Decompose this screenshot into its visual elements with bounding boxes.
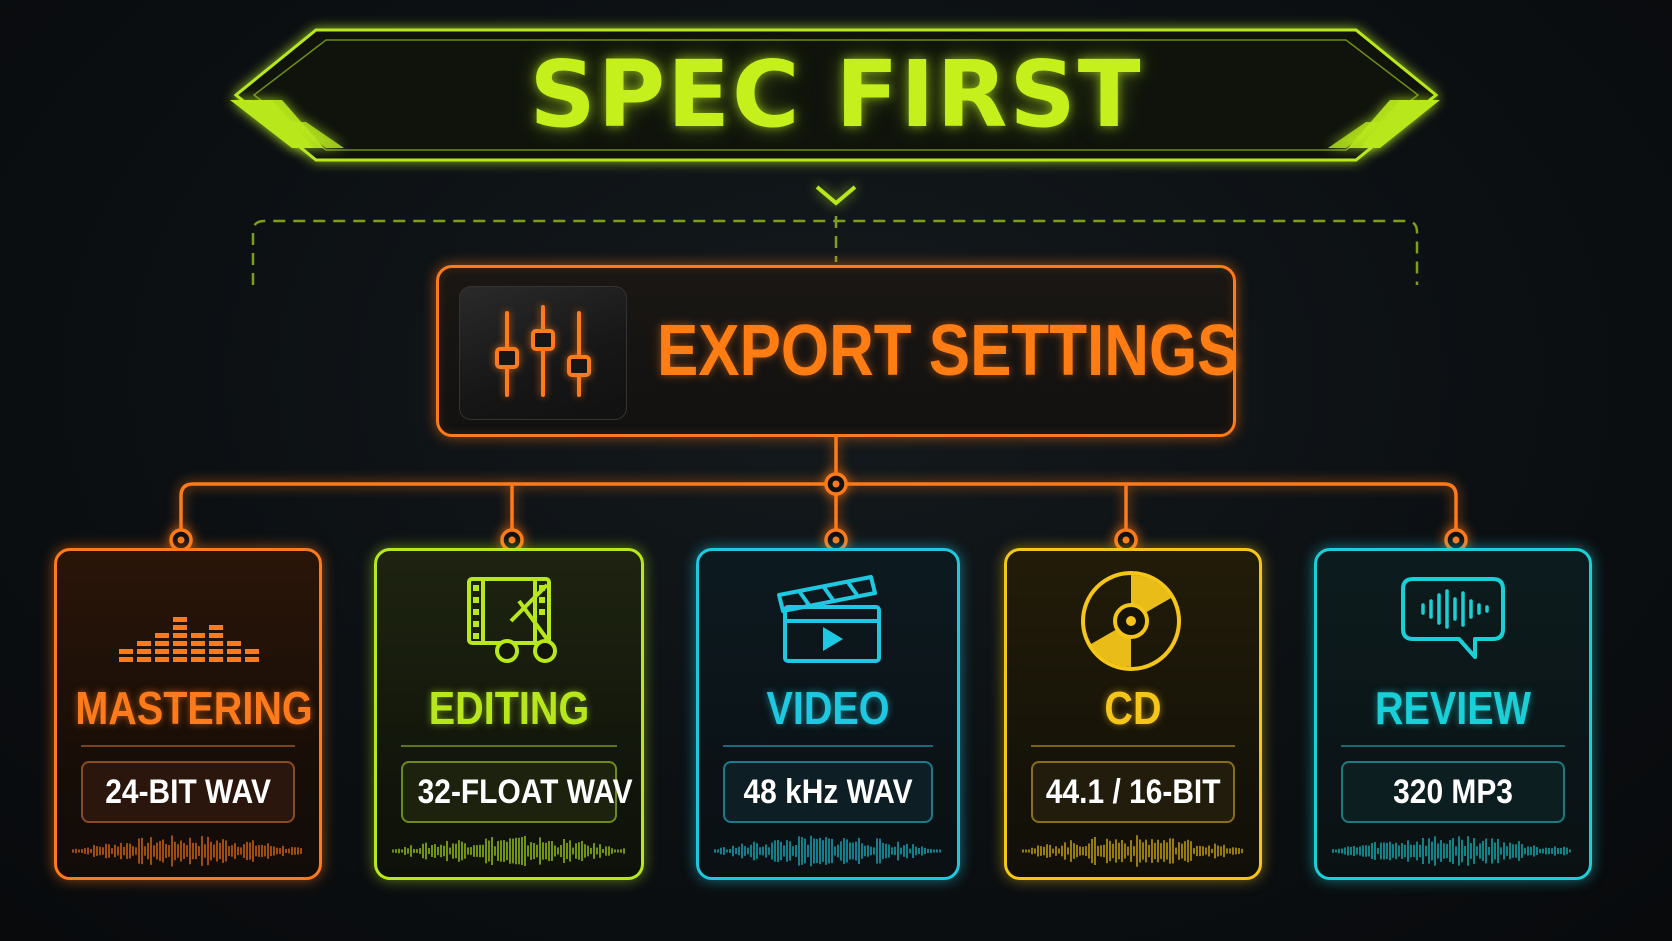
card-mastering: MASTERING 24-BIT WAV [54,548,322,880]
export-settings-title: EXPORT SETTINGS [657,311,1239,391]
eq-segment [209,641,223,646]
waveform-icon [392,835,625,867]
eq-segment [137,641,151,646]
export-settings-box: EXPORT SETTINGS [436,265,1239,437]
eq-segment [155,657,169,662]
eq-segment [137,657,151,662]
card-cd: CD 44.1 / 16-BIT [1004,548,1262,880]
card-spec-pill: 44.1 / 16-BIT [1031,761,1235,823]
eq-segment [173,657,187,662]
card-title: MASTERING [75,682,313,734]
eq-segment [209,625,223,630]
sliders-icon [495,305,591,397]
eq-segment [191,657,205,662]
connector-node-dots [177,480,1460,544]
waveform-icon [714,835,941,867]
card-spec-pill: 48 kHz WAV [723,761,933,823]
card-video: VIDEO 48 kHz WAV [696,548,960,880]
eq-segment [209,657,223,662]
banner-title: SPEC FIRST [529,41,1143,148]
card-title: CD [1104,682,1162,734]
eq-segment [191,633,205,638]
card-spec: 320 MP3 [1393,773,1513,811]
card-title: EDITING [428,682,590,734]
down-chevron-icon [815,185,857,206]
eq-segment [137,649,151,654]
card-divider [401,745,617,747]
eq-segment [155,641,169,646]
card-divider [1341,745,1565,747]
card-spec: 44.1 / 16-BIT [1045,773,1221,811]
equalizer-bars-icon [119,617,259,662]
disc-icon [1081,571,1181,671]
eq-segment [173,617,187,622]
banner-chevron-accents [230,100,1440,148]
card-editing: EDITING 32-FLOAT WAV [374,548,644,880]
eq-segment [227,641,241,646]
eq-segment [245,649,259,654]
card-spec-pill: 32-FLOAT WAV [401,761,633,823]
card-spec: 48 kHz WAV [743,773,913,811]
eq-segment [173,641,187,646]
eq-segment [173,633,187,638]
card-title: REVIEW [1374,682,1532,734]
eq-segment [155,633,169,638]
export-icon-tile [459,286,627,420]
card-spec: 32-FLOAT WAV [417,773,633,811]
banner-frame [233,28,1439,162]
tree-connectors [179,437,1458,540]
waveform-icon [72,835,302,867]
eq-segment [119,657,133,662]
card-divider [1031,745,1235,747]
dashed-bracket [251,216,1419,285]
eq-segment [119,649,133,654]
card-divider [723,745,933,747]
speech-bubble-waveform-icon [1401,577,1505,659]
card-spec: 24-BIT WAV [105,773,271,811]
waveform-icon [1332,836,1571,866]
card-spec-pill: 320 MP3 [1341,761,1565,823]
eq-segment [245,657,259,662]
eq-segment [227,657,241,662]
eq-segment [173,649,187,654]
eq-segment [191,641,205,646]
eq-segment [209,633,223,638]
card-divider [81,745,295,747]
card-review: REVIEW 320 MP3 [1314,548,1592,880]
waveform-icon [1022,835,1243,867]
card-spec-pill: 24-BIT WAV [81,761,295,823]
eq-segment [209,649,223,654]
eq-segment [227,649,241,654]
clapperboard-icon [777,575,881,663]
eq-segment [173,625,187,630]
eq-segment [191,649,205,654]
eq-segment [155,649,169,654]
card-title: VIDEO [766,682,890,734]
film-scissors-icon [467,577,557,663]
